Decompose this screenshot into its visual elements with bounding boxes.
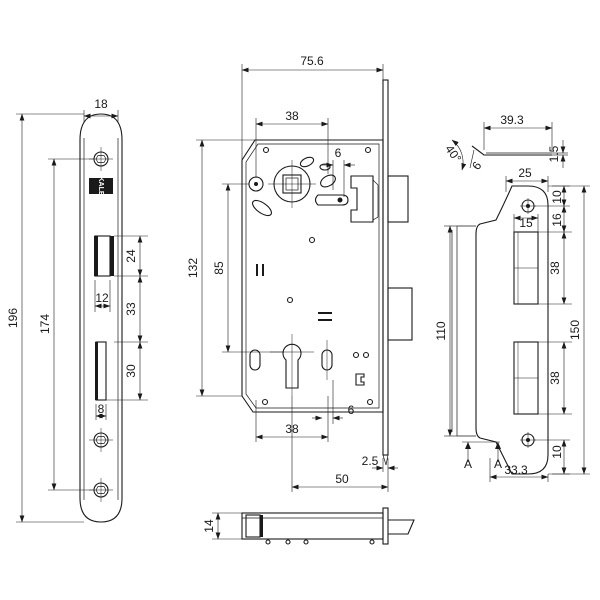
brand-logo-text: KALE [97,176,104,195]
dim-key-offset: 6 [348,403,355,417]
faceplate-outline [79,113,123,523]
dim-strike-width: 25 [518,166,532,180]
dim-follower-offset: 6 [335,146,342,160]
dim-strike-angle: 40° [442,142,464,165]
latch-hole [94,235,114,277]
strike-plate-dimensions: 25 10 16 15 38 38 150 [434,166,590,482]
dim-strike-hole-offset: 15 [519,216,533,230]
lock-bottom-view: 14 [202,507,415,545]
section-marker-right: A [494,457,502,471]
strike-plate-view: 39.3 40° 6 1.5 [434,113,590,482]
dim-center-distance: 85 [212,261,226,275]
keyhole [270,334,314,396]
deadbolt-hole [95,341,107,401]
bottom-view-body [241,512,384,540]
dim-strike-length: 150 [568,320,582,340]
strike-bottom-screw [520,432,536,448]
faceplate-dimensions: 18 196 174 24 12 33 30 [6,97,148,523]
dim-faceplate-width: 18 [94,97,108,111]
dim-plate-thickness: 2.5 [362,454,379,468]
strike-bolt-opening [513,341,539,415]
dim-strike-center-distance: 110 [434,321,448,340]
dim-strike-edge-offset: 10 [550,190,564,204]
lock-body-inner-outline [245,143,380,409]
section-marker-left: A [464,457,472,471]
dim-strike-bottom-opening: 38 [548,371,562,385]
deadbolt [387,287,413,341]
dim-faceplate-length: 196 [6,308,20,328]
dim-latch-hole-height: 24 [124,249,138,263]
dim-latch-hole-width: 12 [95,291,109,305]
dim-body-top-width: 38 [285,109,299,123]
faceplate-view: KALE 18 [6,97,148,523]
follower-hub [268,160,316,208]
dim-deadbolt-hole-height: 30 [124,364,138,378]
lock-body-dimensions: 75.6 38 132 85 6 38 6 [186,54,398,492]
dim-hole-spacing: 33 [124,302,138,316]
dim-backset: 50 [335,472,349,486]
brand-logo: KALE [89,176,113,196]
guide-slots [249,340,333,380]
dim-strike-projection: 39.3 [500,113,524,127]
faceplate-edge-strip [382,79,389,456]
mechanism-parts [248,146,374,406]
strike-plate-outline [475,185,549,475]
lock-body-view: 75.6 38 132 85 6 38 6 [186,54,413,492]
dim-faceplate-screw-span: 174 [38,314,52,334]
strike-plate-section: 39.3 40° 6 1.5 [442,113,568,172]
faceplate-bottom-screw-1 [89,428,113,452]
dim-strike-bottom-hole-offset: 10 [550,445,564,459]
dim-strike-thickness: 1.5 [547,145,561,162]
strike-latch-opening [513,231,539,305]
strike-top-screw [520,198,536,214]
dim-body-backset-width: 75.6 [300,54,324,68]
dim-strike-lip: 6 [469,159,484,173]
dim-deadbolt-hole-width: 8 [98,402,105,416]
latch-bolt [350,175,409,223]
dim-bottom-thickness: 14 [202,519,216,533]
dim-strike-top-opening: 38 [548,261,562,275]
dim-strike-latch-offset: 16 [550,213,564,227]
dim-body-height: 132 [186,258,200,278]
dim-strike-bottom-width: 33.3 [504,463,528,477]
